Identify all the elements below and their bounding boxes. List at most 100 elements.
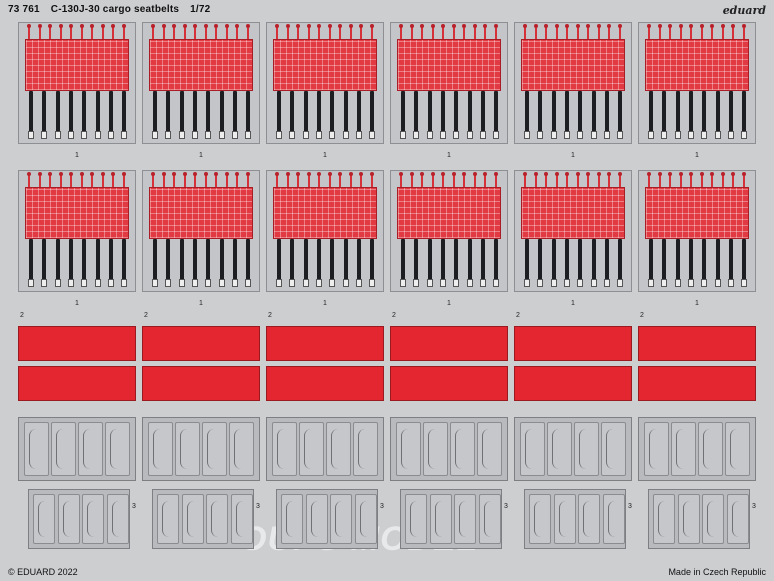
belt-strap [578,91,583,133]
gray-frame-upper [390,417,508,481]
belt-tab [214,172,218,189]
belt-tab [161,172,166,189]
frame-cell [148,422,173,476]
belt-strap [356,91,361,133]
gray-frame-upper [638,417,756,481]
belt-buckle [81,131,88,139]
frame-cell [698,422,723,476]
belt-strap [122,239,127,281]
belt-tab [430,24,435,41]
part-number-label: 2 [516,312,520,319]
belt-buckle [426,279,433,287]
belt-buckle [466,279,473,287]
belt-strap [427,239,432,281]
belt-tab [111,172,115,189]
belt-tab [472,172,477,189]
belt-buckle [603,279,610,287]
frame-cell [454,494,476,544]
belt-strap [153,91,157,133]
part-number-label: 3 [628,503,632,510]
belt-tab [741,24,746,41]
red-pad-lower [514,366,632,401]
cargo-net [149,187,253,239]
belt-tab [214,24,218,41]
belt-tab [317,172,321,189]
belt-tab [203,24,208,41]
belt-strap [702,91,707,133]
belt-strap [192,91,197,133]
belt-buckle [577,131,584,139]
belt-strap [728,239,733,281]
part-number-label: 2 [268,312,272,319]
belt-strap [108,239,113,281]
belt-strap [179,91,184,133]
belt-tab [285,24,290,41]
belt-tab [420,172,424,189]
belt-buckle [617,279,624,287]
belt-tab [224,24,229,41]
red-pad-upper [514,326,632,361]
gray-frame-upper [514,417,632,481]
belt-tab [27,24,31,41]
belt-buckle [121,279,128,287]
belt-tab [493,24,498,41]
fret-header: 73 761 C-130J-30 cargo seatbelts 1/72 [8,4,218,15]
frame-cell [726,494,749,544]
belt-tab [596,172,601,189]
red-pad-upper [142,326,260,361]
belt-strap [480,91,485,133]
part-number-label: 2 [20,312,24,319]
belt-tab [699,172,704,189]
belt-buckle [178,131,185,139]
belt-strap [192,239,197,281]
belt-buckle [342,131,349,139]
belt-tab [462,172,466,189]
belt-buckle [413,131,420,139]
frame-cell [82,494,104,544]
belt-strap [246,239,251,281]
cargo-net [273,187,377,239]
belt-buckle [369,279,376,287]
frame-cell [671,422,696,476]
belt-strap [206,91,211,133]
belt-buckle [178,279,185,287]
belt-strap [290,91,295,133]
part-number-label: 3 [504,503,508,510]
belt-tab [483,24,487,41]
belt-tab [451,24,456,41]
belt-tab [37,172,42,189]
cargo-net [645,39,749,91]
belt-tab [369,172,374,189]
frame-cell [405,494,427,544]
belt-buckle [687,131,694,139]
belt-tab [100,24,105,41]
belt-buckle [289,279,296,287]
frame-cell [702,494,724,544]
belt-buckle [439,279,446,287]
belt-buckle [741,131,748,139]
belt-tab [409,172,414,189]
belt-tab [151,24,155,41]
belt-buckle [617,131,624,139]
belt-buckle [648,131,654,139]
belt-strap [742,91,747,133]
belt-tab [275,172,279,189]
belt-tab [90,24,94,41]
belt-buckle [218,131,225,139]
belt-strap [330,91,335,133]
belt-buckle [603,131,610,139]
red-pad-upper [266,326,384,361]
belt-buckle [727,131,734,139]
cargo-net [397,187,501,239]
belt-strap [618,239,623,281]
belt-buckle [727,279,734,287]
belt-strap [29,239,33,281]
belt-tab [731,24,735,41]
belt-tab [483,172,487,189]
gray-frame-lower [648,489,750,549]
belt-strap [604,91,609,133]
part-number-label: 3 [380,503,384,510]
part-number-label: 3 [752,503,756,510]
belt-strap [715,91,720,133]
